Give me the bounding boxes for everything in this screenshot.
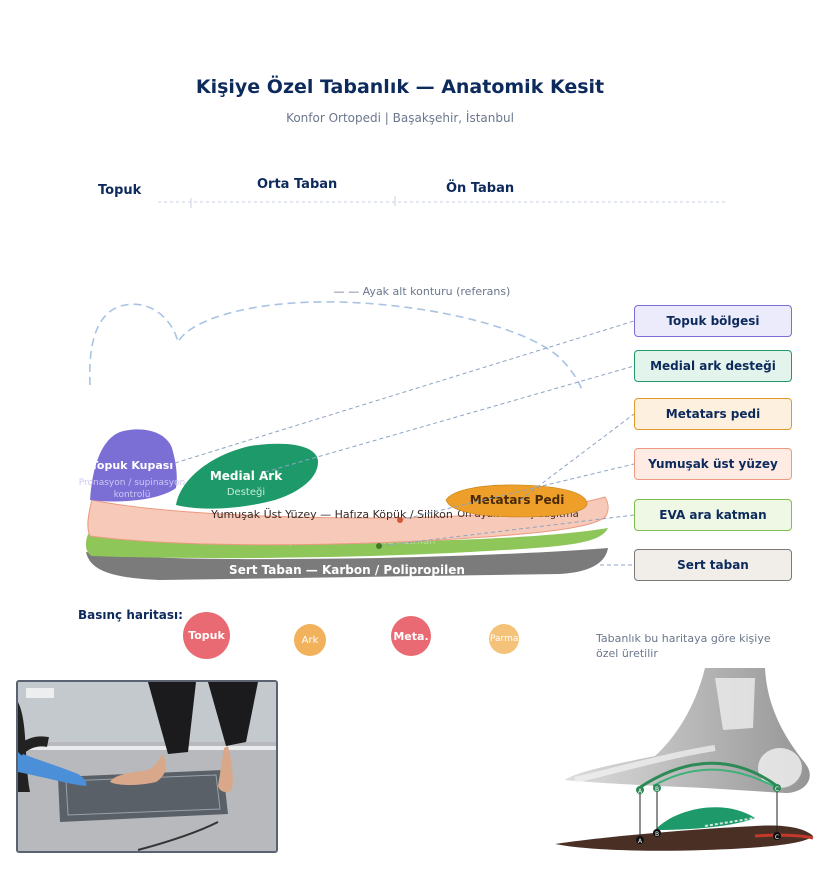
metatarsal-pad — [445, 484, 588, 518]
page-title: Kişiye Özel Tabanlık — Anatomik Kesit — [195, 76, 605, 98]
xray-marker-b-top — [653, 784, 661, 792]
legend-hard-base: Sert taban — [634, 549, 792, 581]
legend-heel-zone: Topuk bölgesi — [634, 305, 792, 337]
base-layer — [86, 548, 608, 580]
pressure-point-heel: Topuk — [183, 612, 230, 659]
xray-label-b-top: B — [655, 786, 659, 793]
xray-marker-b-bottom — [653, 829, 661, 837]
xray-label-c-bottom: C — [775, 834, 779, 841]
xray-marker-c-top — [773, 784, 781, 792]
pressure-map-title: Basınç haritası: — [78, 608, 183, 622]
xray-svg: A B C A B C — [555, 668, 814, 851]
xray-label-a-top: A — [638, 788, 643, 795]
heel-cup-sub2: kontrolü — [114, 490, 151, 500]
zone-ruler — [158, 196, 725, 208]
xray-label-b-bottom: B — [655, 831, 659, 838]
zone-label-midfoot: Orta Taban — [257, 177, 338, 192]
top-layer-label: Yumuşak Üst Yüzey — Hafıza Köpük / Silik… — [210, 508, 453, 521]
pressure-point-arch: Ark — [294, 624, 326, 656]
pressure-point-metatarsal: Meta. — [391, 616, 431, 656]
xray-marker-c-bottom — [773, 832, 781, 840]
zone-label-heel: Topuk — [98, 183, 142, 198]
pressure-map-note: Tabanlık bu haritaya göre kişiye özel ür… — [596, 632, 771, 660]
legend-eva-layer: EVA ara katman — [634, 499, 792, 531]
medial-arch-sub: Desteği — [227, 486, 265, 498]
foot-scan-photo — [16, 680, 278, 853]
legend-soft-top: Yumuşak üst yüzey — [634, 448, 792, 480]
foot-scan-illustration — [18, 682, 276, 851]
page-subtitle: Konfor Ortopedi | Başakşehir, İstanbul — [286, 111, 514, 125]
foot-outline-label: — — Ayak alt konturu (referans) — [334, 285, 511, 298]
top-layer-marker — [397, 517, 403, 523]
metatarsal-pad-label: Metatars Pedi — [470, 493, 565, 507]
top-layer — [87, 496, 609, 546]
medial-arch-label: Medial Ark — [210, 469, 283, 483]
medial-arch — [176, 443, 318, 509]
heel-cup-sub1: Pronasyon / supinasyon — [79, 478, 186, 488]
xray-label-c-top: C — [775, 786, 779, 793]
xray-marker-a-top — [636, 786, 644, 794]
legend-metatarsal-pad: Metatars pedi — [634, 398, 792, 430]
foot-outline-reference — [88, 301, 583, 391]
zone-label-forefoot: Ön Taban — [446, 181, 515, 196]
base-layer-label: Sert Taban — Karbon / Polipropilen — [229, 563, 465, 577]
heel-cup-label: Topuk Kupası — [91, 459, 173, 472]
pressure-point-toes: Parmak — [489, 624, 519, 654]
xray-marker-a-bottom — [636, 836, 644, 844]
xray-label-a-bottom: A — [638, 838, 643, 845]
eva-layer-marker — [376, 543, 382, 549]
legend-medial-arch: Medial ark desteği — [634, 350, 792, 382]
leader-lines — [174, 320, 635, 566]
foot-xray-illustration: A B C A B C — [555, 668, 815, 858]
heel-cup — [90, 429, 177, 502]
